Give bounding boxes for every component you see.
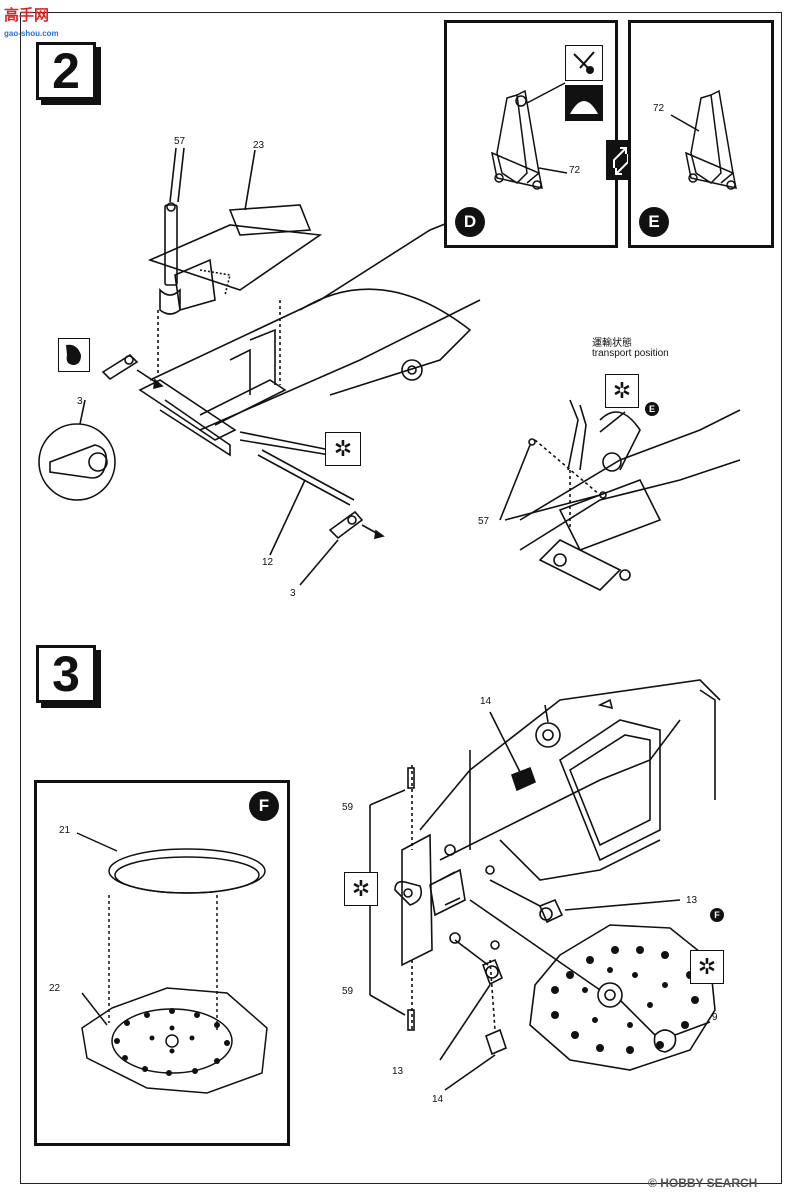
- label-part-72-e: 72: [653, 103, 665, 114]
- watermark-bottom: © HOBBY SEARCH: [648, 1176, 757, 1190]
- detail-e-badge: E: [639, 207, 669, 237]
- label-part-22: 22: [49, 983, 61, 994]
- label-part-59-lower: 59: [342, 986, 354, 997]
- step-3-number: 3: [36, 645, 96, 703]
- detail-e-drawing: [670, 89, 737, 190]
- label-part-57: 57: [174, 136, 186, 147]
- detail-e-panel: 72 E: [628, 20, 774, 248]
- label-part-23: 23: [253, 140, 265, 151]
- ref-f-badge: F: [710, 908, 724, 922]
- label-part-12: 12: [262, 557, 274, 568]
- detail-d-drawing: [490, 82, 568, 190]
- watermark-brand: HOBBY SEARCH: [660, 1176, 758, 1190]
- label-part-13-lower: 13: [392, 1066, 404, 1077]
- ref-e-badge: E: [645, 402, 659, 416]
- detail-f-panel: F 21 22: [34, 780, 290, 1146]
- watermark-cn: 高手网: [4, 7, 50, 24]
- detail-d-panel: 72 D: [444, 20, 618, 248]
- transport-label-en: transport position: [592, 348, 669, 359]
- label-part-9: 9: [712, 1012, 718, 1023]
- label-part-13-right: 13: [686, 895, 698, 906]
- instruction-page-frame: [20, 12, 782, 1184]
- paint-drop-icon: [58, 338, 90, 372]
- cutter-icon: [565, 45, 603, 81]
- label-part-59-upper: 59: [342, 802, 354, 813]
- cement-icon-bracket: ✲: [344, 872, 378, 906]
- cement-icon: ✲: [325, 432, 361, 466]
- label-part-3-top: 3: [77, 396, 83, 407]
- label-part-14-upper: 14: [480, 696, 492, 707]
- step-2-number: 2: [36, 42, 96, 100]
- detail-d-badge: D: [455, 207, 485, 237]
- sanding-icon: [565, 85, 603, 121]
- label-part-57-transport: 57: [478, 516, 490, 527]
- cement-icon-plate: ✲: [690, 950, 724, 984]
- detail-f-badge: F: [249, 791, 279, 821]
- watermark-url: gao-shou.com: [4, 29, 59, 38]
- watermark-top: 高手网 gao-shou.com: [4, 4, 59, 39]
- label-part-21: 21: [59, 825, 71, 836]
- cement-icon-transport: ✲: [605, 374, 639, 408]
- label-part-14-lower: 14: [432, 1094, 444, 1105]
- label-part-72-d: 72: [569, 165, 581, 176]
- label-part-3-bottom: 3: [290, 588, 296, 599]
- detail-f-drawing: [76, 832, 268, 1094]
- watermark-copyright: ©: [648, 1176, 657, 1190]
- transport-label-cn: 運輸状態: [592, 338, 632, 349]
